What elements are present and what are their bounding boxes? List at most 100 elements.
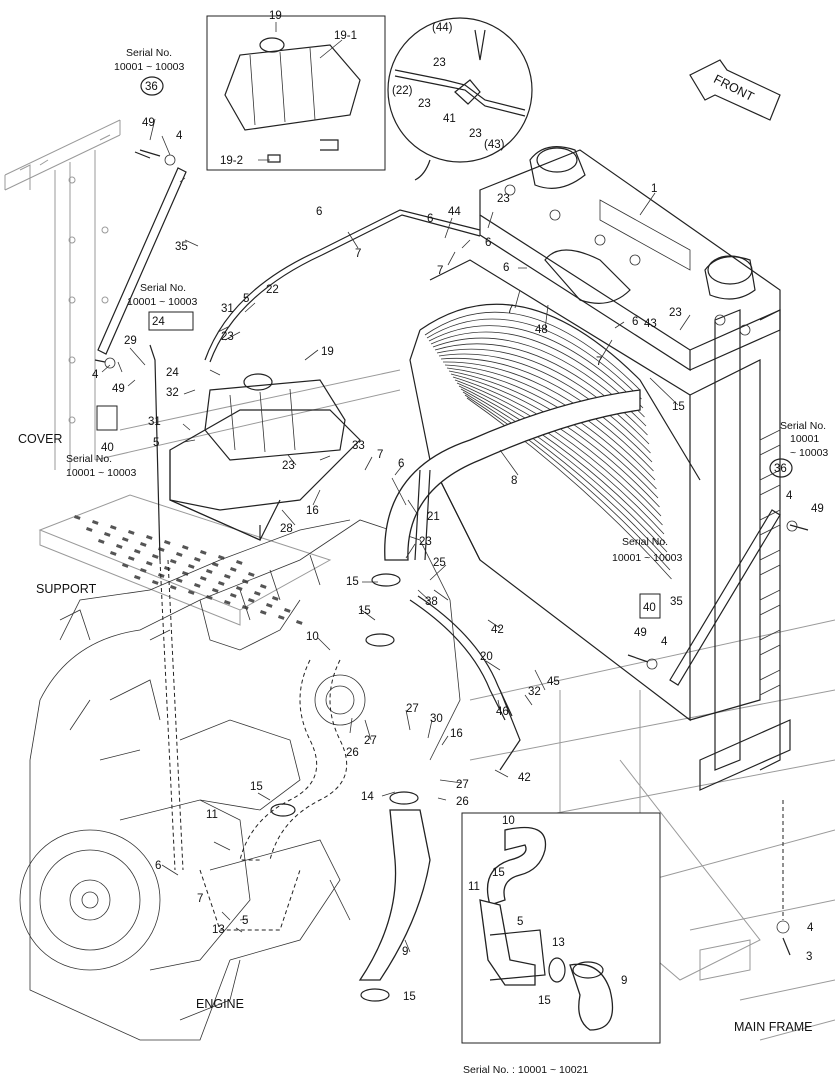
leader-lines [101, 22, 691, 953]
label-main-frame: MAIN FRAME [734, 1020, 812, 1034]
serial-label-left: Serial No. [66, 453, 112, 465]
perforation-hole [295, 620, 303, 625]
serial-range-right-a: 10001 [790, 433, 819, 445]
perforation-hole [175, 578, 183, 583]
front-arrow: FRONT [689, 59, 781, 121]
perforation-hole [121, 537, 129, 542]
callout-15-inset-a: 15 [492, 867, 505, 879]
callout-4-top: 4 [176, 130, 183, 142]
callout-30: 30 [430, 713, 443, 725]
callout-15-b: 15 [346, 576, 359, 588]
callout-32-a: 32 [166, 387, 179, 399]
callout-23-e: 23 [419, 536, 432, 548]
callout-38: 38 [425, 596, 438, 608]
perforation-hole [283, 608, 291, 613]
radiator-stays[interactable] [97, 167, 781, 686]
shroud-fin [456, 382, 665, 535]
perforation-hole [193, 557, 201, 562]
hoses[interactable] [149, 209, 641, 981]
label-support: SUPPORT [36, 582, 97, 596]
lower-inset [461, 812, 661, 1044]
callout-16-a: 16 [306, 505, 319, 517]
callout-11-inset: 11 [468, 881, 480, 893]
serial-range-mid: 10001 ~ 10003 [127, 296, 198, 308]
perforation-hole [199, 576, 207, 581]
perforation-hole [241, 579, 249, 584]
shroud-fin [458, 385, 666, 544]
engine-block [19, 519, 461, 1041]
perforation-hole [97, 539, 105, 544]
shroud-fin [444, 364, 656, 481]
reservoir-tank[interactable] [169, 373, 361, 541]
callout-43p: (43) [484, 139, 505, 151]
callout-15-a: 15 [672, 401, 685, 413]
callout-6-e: 6 [632, 316, 638, 328]
perforation-hole [133, 549, 141, 554]
perforation-hole [205, 569, 213, 574]
perforation-hole [133, 575, 141, 580]
perforation-hole [211, 588, 219, 593]
perforation-hole [85, 527, 93, 532]
cover-frame [4, 119, 401, 470]
radiator-assembly[interactable] [429, 146, 791, 791]
callout-31-b: 31 [148, 416, 161, 428]
shroud-fin [454, 379, 663, 526]
callout-10-inset: 10 [502, 815, 515, 827]
perforation-hole [91, 520, 99, 525]
callout-7-c: 7 [507, 304, 513, 316]
callout-10: 10 [306, 631, 319, 643]
perforation-hole [169, 585, 177, 590]
callout-23-d1: 23 [433, 57, 446, 69]
callout-19-2: 19-2 [220, 155, 243, 167]
callout-49-right: 49 [811, 503, 824, 515]
perforation-hole [109, 525, 117, 530]
shroud-fin [466, 397, 672, 580]
callout-9: 9 [402, 946, 408, 958]
perforation-hole [187, 564, 195, 569]
shroud-fins [424, 311, 672, 580]
perforation-hole [217, 581, 225, 586]
shroud-fin [446, 367, 657, 490]
callout-49-top: 49 [142, 117, 155, 129]
part-callouts: 19 19-1 19-2 (44) 23 (22) 23 41 23 (43) … [18, 10, 828, 1076]
callout-49-left: 49 [112, 383, 125, 395]
callout-24-a: 24 [166, 367, 179, 379]
callout-33: 33 [352, 440, 365, 452]
callout-46: 46 [496, 706, 509, 718]
perforation-hole [73, 515, 81, 520]
callout-13-inset: 13 [552, 937, 565, 949]
label-engine: ENGINE [196, 997, 244, 1011]
perforation-hole [109, 551, 117, 556]
callout-45: 45 [547, 676, 560, 688]
perforation-hole [181, 571, 189, 576]
callout-22: 22 [266, 284, 279, 296]
perforation-hole [187, 590, 195, 595]
callout-26-b: 26 [456, 796, 469, 808]
callout-1: 1 [651, 183, 657, 195]
perforation-hole [145, 561, 153, 566]
callout-15-c: 15 [358, 605, 371, 617]
perforation-hole [121, 563, 129, 568]
callout-15-e: 15 [403, 991, 416, 1003]
callout-5-c: 5 [242, 915, 248, 927]
callout-42-b: 42 [518, 772, 531, 784]
callout-9-inset: 9 [621, 975, 627, 987]
callout-28: 28 [280, 523, 293, 535]
callout-44p: (44) [432, 22, 453, 34]
support-plate [38, 494, 332, 626]
perforation-hole [157, 573, 165, 578]
serial-range-right-b: ~ 10003 [790, 447, 828, 459]
serial-label-lower: Serial No. [622, 536, 668, 548]
perforation-hole [127, 530, 135, 535]
callout-13-a: 13 [212, 924, 225, 936]
callout-5-a: 5 [243, 293, 249, 305]
perforation-hole [115, 544, 123, 549]
fan-shroud [409, 303, 701, 580]
perforation-hole [151, 580, 159, 585]
callout-8: 8 [511, 475, 517, 487]
shroud-fin [442, 361, 654, 472]
callout-21: 21 [427, 511, 440, 523]
callout-16-b: 16 [450, 728, 463, 740]
callout-7-e: 7 [377, 449, 383, 461]
perforation-hole [163, 540, 171, 545]
